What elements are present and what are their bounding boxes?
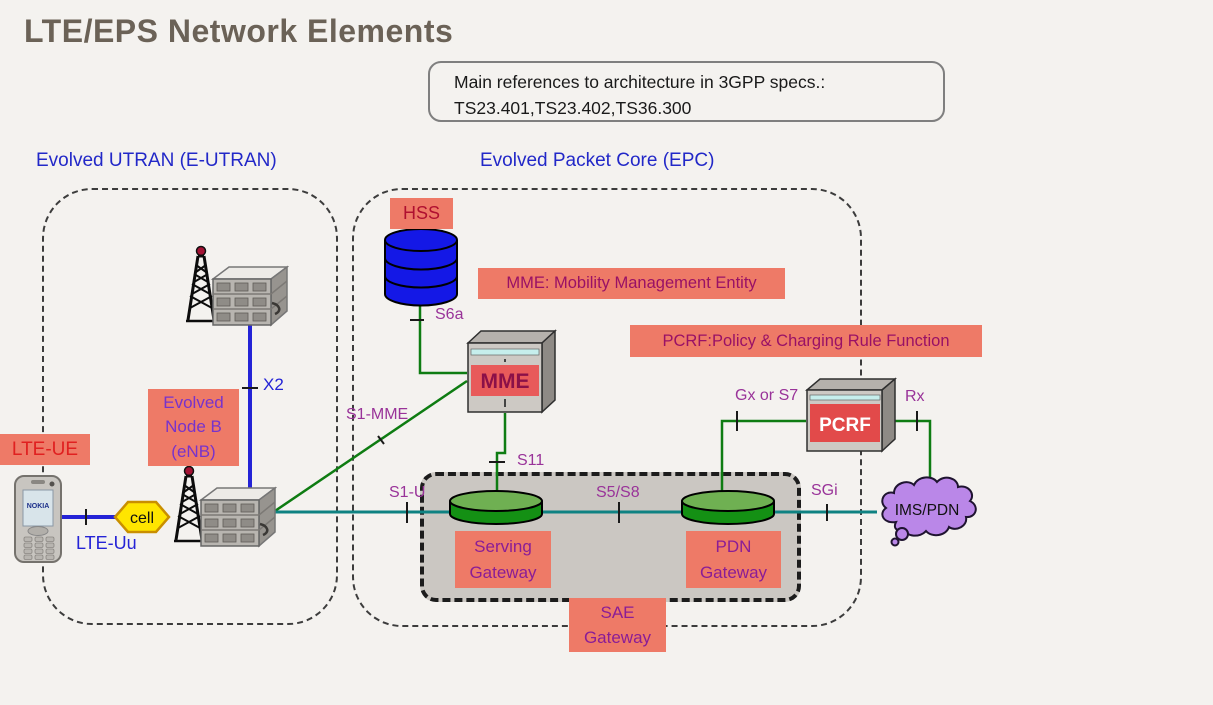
pcrf-box-label: PCRF (819, 415, 871, 436)
s11-link (495, 413, 507, 494)
interface-tick-marks (85, 319, 918, 525)
epc-region-title: Evolved Packet Core (EPC) (480, 150, 715, 171)
cell-hexagon: cell (113, 500, 171, 534)
s1-mme-link (271, 379, 468, 515)
pdn-gateway-node (681, 490, 775, 525)
enb-tag-line3: (eNB) (171, 441, 216, 461)
enb-tag: Evolved Node B (eNB) (148, 389, 239, 466)
gx-link (720, 419, 806, 491)
sae-gateway-tag: SAE Gateway (569, 598, 666, 652)
sae-gateway-line2: Gateway (583, 628, 652, 647)
sae-gateway-line1: SAE (600, 602, 635, 622)
s11-label: S11 (517, 452, 545, 469)
mme-description-text: MME: Mobility Management Entity (506, 274, 757, 292)
ims-pdn-cloud: IMS/PDN (881, 476, 977, 547)
enb-tag-line1: Evolved (163, 392, 224, 412)
rx-label: Rx (905, 388, 925, 405)
s6a-link (418, 301, 467, 375)
reference-note: Main references to architecture in 3GPP … (428, 61, 945, 122)
reference-note-line1: Main references to architecture in 3GPP … (454, 72, 826, 92)
pdn-gateway-line1: PDN (715, 537, 752, 556)
lte-ue-tag: LTE-UE (0, 434, 90, 465)
mme-description-tag: MME: Mobility Management Entity (478, 268, 785, 299)
s1-mme-label: S1-MME (346, 406, 409, 423)
reference-note-line2: TS23.401,TS23.402,TS36.300 (454, 98, 692, 119)
enb-server-upper (210, 265, 289, 327)
x2-label: X2 (263, 375, 284, 394)
s5-s8-label: S5/S8 (596, 484, 640, 501)
s1-u-label: S1-U (389, 484, 426, 501)
enb-tag-line2: Node B (165, 417, 222, 437)
lte-ue-tag-text: LTE-UE (11, 438, 79, 460)
pcrf-description-tag: PCRF:Policy & Charging Rule Function (630, 325, 982, 357)
serving-gateway-node (449, 490, 543, 525)
pdn-gateway-tag: PDN Gateway (686, 531, 781, 588)
serving-gateway-line2: Gateway (469, 562, 537, 582)
rx-link (881, 419, 932, 479)
enb-server-lower (198, 486, 277, 548)
sgi-label: SGi (811, 482, 838, 499)
eutran-region-title: Evolved UTRAN (E-UTRAN) (36, 150, 277, 171)
cell-label: cell (130, 510, 154, 527)
page-title: LTE/EPS Network Elements (24, 13, 454, 49)
eutran-region-boundary (42, 188, 338, 625)
hss-tag-text: HSS (402, 203, 440, 223)
server-bays (216, 282, 267, 322)
hss-database (384, 228, 458, 307)
mme-node: MME (466, 329, 557, 414)
pcrf-description-text: PCRF:Policy & Charging Rule Function (662, 331, 950, 350)
gx-or-s7-label: Gx or S7 (735, 387, 799, 404)
server-bays (204, 503, 255, 543)
ims-pdn-label: IMS/PDN (895, 502, 960, 519)
serving-gateway-tag: Serving Gateway (455, 531, 551, 588)
phone-keypad (23, 536, 55, 560)
phone-brand-text: NOKIA (27, 503, 50, 510)
phone-screen (22, 489, 54, 527)
mme-box-label: MME (481, 370, 530, 393)
pcrf-node: PCRF (805, 377, 897, 453)
lte-ue-phone: NOKIA (14, 475, 62, 563)
lte-uu-label: LTE-Uu (76, 533, 137, 553)
pdn-gateway-line2: Gateway (699, 562, 768, 582)
serving-gateway-line1: Serving (474, 537, 532, 556)
s6a-label: S6a (435, 306, 464, 323)
hss-tag: HSS (390, 198, 453, 229)
